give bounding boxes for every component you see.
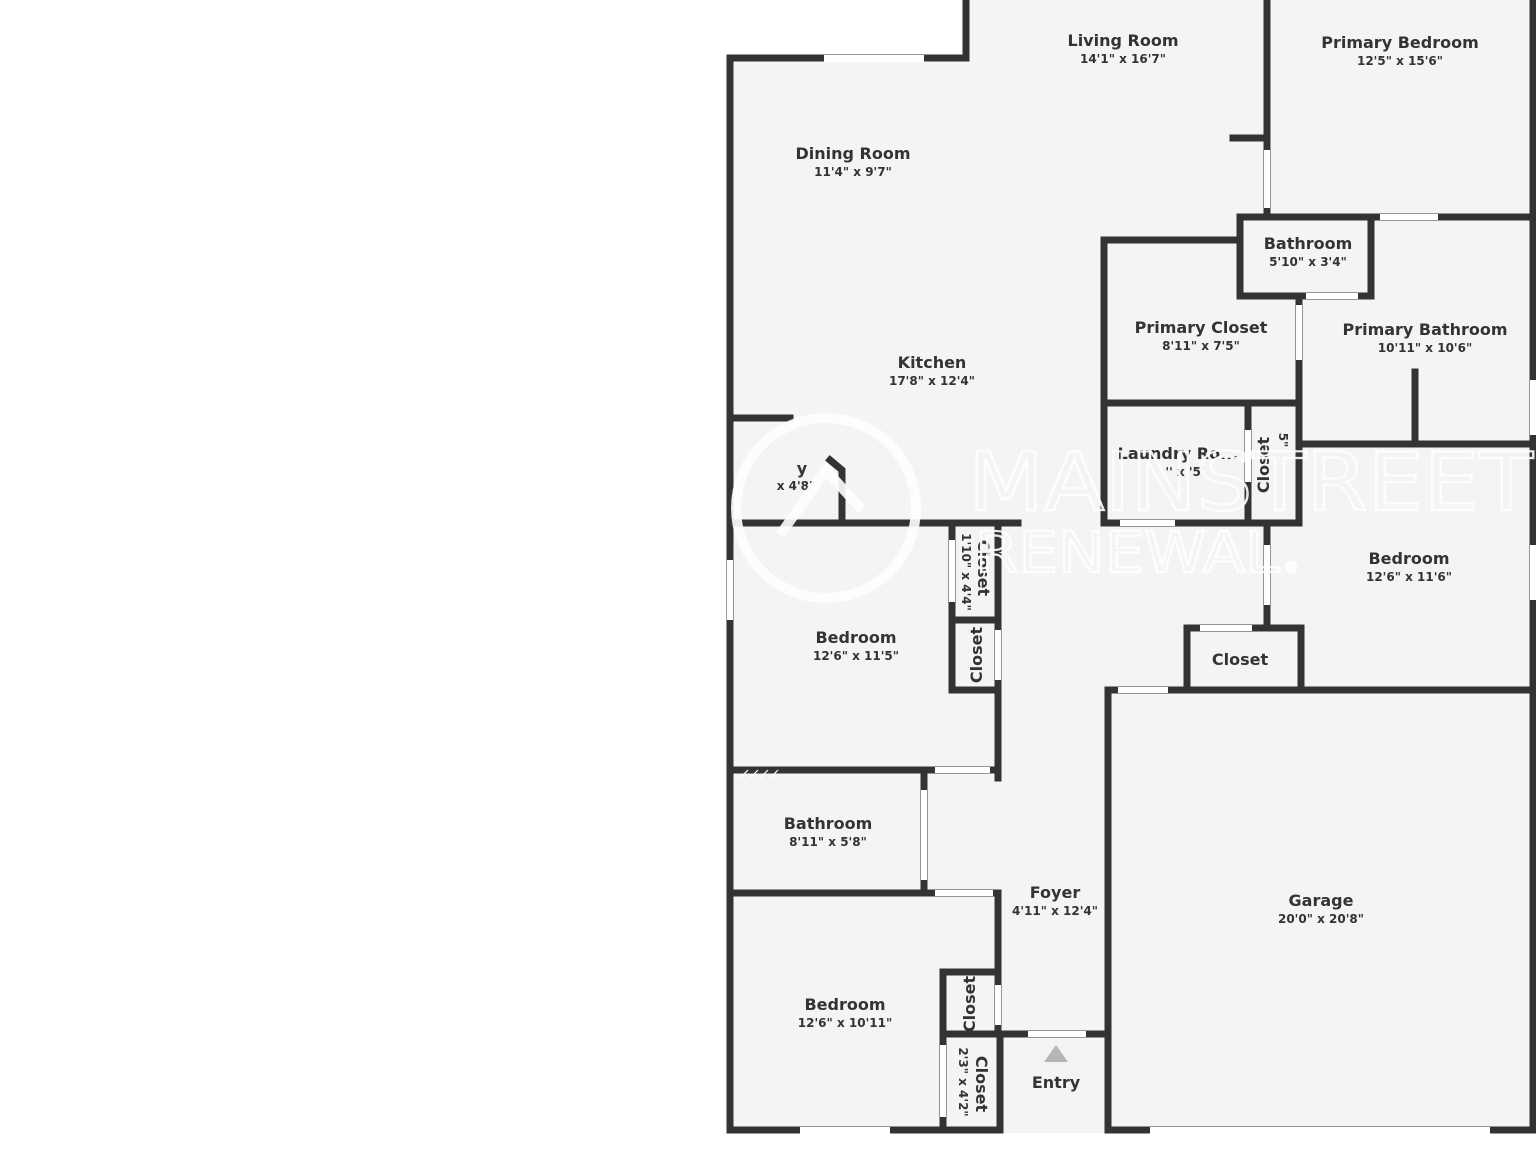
label-entry: Entry (1032, 1073, 1081, 1092)
dims-laundry-room: '' x '5' (1165, 465, 1204, 479)
label-foyer: Foyer (1030, 883, 1081, 902)
door-south-closet-2 (940, 1045, 946, 1117)
label-dining-room: Dining Room (795, 144, 910, 163)
dims-kitchen: 17'8" x 12'4" (889, 374, 975, 388)
door-east-bedroom (1264, 545, 1270, 605)
dims-foyer: 4'11" x 12'4" (1012, 904, 1098, 918)
label-primary-closet: Primary Closet (1135, 318, 1268, 337)
dims-bathroom-primary-wc: 5'10" x 3'4" (1269, 255, 1347, 269)
door-primary-bedroom (1264, 150, 1270, 208)
walls (726, 0, 1536, 1134)
door-garage (1118, 687, 1168, 693)
dims-bathroom-hall: 8'11" x 5'8" (789, 835, 867, 849)
door-primary-closet (1296, 305, 1302, 360)
wall-primary-wc (1236, 213, 1375, 300)
door-laundry-closet (1245, 430, 1251, 482)
watermark-line-2: RENEWAL (975, 521, 1280, 586)
watermark-line-1: MAINSTREET (968, 436, 1534, 529)
dims-dining-room: 11'4" x 9'7" (814, 165, 892, 179)
label-primary-bedroom: Primary Bedroom (1321, 33, 1479, 52)
label-garage: Garage (1289, 891, 1354, 910)
watermark-logo-icon (731, 413, 921, 603)
door-laundry (1120, 520, 1175, 526)
wall-laundry (1100, 399, 1303, 527)
watermark: MAINSTREET RENEWAL ® (731, 413, 1535, 603)
label-living-room: Living Room (1068, 31, 1179, 50)
door-hall-bathroom (921, 790, 927, 880)
dims-bedroom-west: 12'6" x 11'5" (813, 649, 899, 663)
label-bedroom-west: Bedroom (815, 628, 896, 647)
label-bedroom-east-closet: Closet (1212, 650, 1269, 669)
watermark-registered-mark: ® (1284, 560, 1298, 576)
label-bedroom-east: Bedroom (1368, 549, 1449, 568)
dims-bedroom-south: 12'6" x 10'11" (798, 1016, 892, 1030)
door-south-closet-1 (995, 985, 1001, 1025)
window-east-1 (1530, 380, 1536, 435)
dims-living-room: 14'1" x 16'7" (1080, 52, 1166, 66)
dims-primary-bathroom: 10'11" x 10'6" (1378, 341, 1472, 355)
door-primary-bathroom-top (1380, 214, 1438, 220)
floor-top (966, 0, 1536, 60)
label-bedroom-south-closet-1: Closet (960, 976, 979, 1033)
label-laundry-closet: Closet (1254, 437, 1273, 494)
label-bathroom-hall: Bathroom (784, 814, 873, 833)
window-east-2 (1530, 545, 1536, 600)
window-dining (824, 55, 924, 62)
wall-hatch (739, 769, 779, 779)
door-hall-closet-1 (949, 540, 955, 602)
label-hall-closet-2: Closet (967, 627, 986, 684)
door-west-bedroom (935, 767, 990, 773)
door-primary-wc (1306, 293, 1358, 299)
wall-hall-closets (948, 519, 1002, 694)
label-bedroom-south: Bedroom (804, 995, 885, 1014)
dims-bedroom-east: 12'6" x 11'6" (1366, 570, 1452, 584)
label-laundry-room: Laundry Ro... (1118, 444, 1239, 463)
label-hall-closet-1: Closet (974, 540, 993, 597)
door-south-bedroom (935, 890, 993, 896)
dims-primary-closet: 8'11" x 7'5" (1162, 339, 1240, 353)
room-labels: Living Room 14'1" x 16'7" Primary Bedroo… (777, 31, 1508, 1117)
label-bedroom-south-closet-2: Closet (972, 1056, 991, 1113)
window-garage (1150, 1127, 1490, 1134)
dims-pantry: x 4'8" (777, 479, 816, 493)
entry-arrow-icon (1044, 1045, 1068, 1062)
door-east-closet (1200, 625, 1252, 631)
door-entry (1028, 1031, 1086, 1037)
dims-laundry-closet: 5" (1276, 433, 1290, 448)
dims-primary-bedroom: 12'5" x 15'6" (1357, 54, 1443, 68)
window-south-bedroom (800, 1127, 890, 1134)
dims-hall-closet-1: 1'10" x 4'4" (959, 533, 973, 611)
dims-garage: 20'0" x 20'8" (1278, 912, 1364, 926)
label-kitchen: Kitchen (898, 353, 967, 372)
dims-bedroom-south-closet-2: 2'3" x 4'2" (956, 1047, 970, 1116)
door-hall-closet-2 (995, 630, 1001, 680)
wall-pantry (726, 414, 846, 527)
window-west-bedroom (727, 560, 733, 620)
openings (727, 55, 1536, 1134)
label-bathroom-primary-wc: Bathroom (1264, 234, 1353, 253)
label-pantry: y (797, 459, 808, 478)
label-primary-bathroom: Primary Bathroom (1342, 320, 1507, 339)
